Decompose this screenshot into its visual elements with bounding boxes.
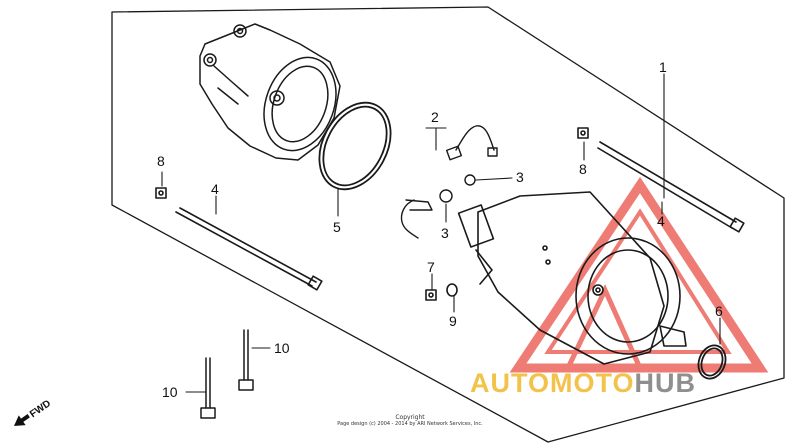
brush-wire-assembly [445, 125, 498, 161]
callout-4b: 4 [657, 213, 665, 229]
callout-8a: 8 [157, 153, 165, 169]
callout-5: 5 [333, 219, 341, 235]
gasket-ring [318, 101, 392, 191]
watermark-brand-part2: HUB [634, 368, 697, 398]
callout-2: 2 [431, 109, 439, 125]
copyright-text: Page design (c) 2004 - 2014 by ARI Netwo… [337, 421, 483, 427]
terminal-washer [446, 283, 458, 297]
through-bolt-left [175, 207, 323, 291]
callout-9: 9 [449, 313, 457, 329]
brush-holder [400, 174, 476, 239]
fwd-label: FWD [28, 398, 53, 420]
nut-left [155, 187, 167, 199]
callout-labels: 1 2 3 3 4 4 5 6 7 8 8 9 10 10 [157, 59, 723, 400]
motor-housing-end-cover [199, 23, 341, 161]
callout-leaders [161, 73, 721, 393]
starter-motor-body [457, 191, 687, 365]
diagram-boundary [111, 6, 785, 443]
watermark-logo: AUTOMOTOHUB [470, 368, 800, 404]
fwd-arrow: FWD [14, 398, 53, 426]
callout-8b: 8 [579, 161, 587, 177]
callout-3a: 3 [516, 169, 524, 185]
nut-right [577, 127, 589, 139]
callout-6: 6 [715, 303, 723, 319]
copyright-notice: Copyright Page design (c) 2004 - 2014 by… [300, 414, 520, 427]
shaft-o-ring [697, 344, 727, 380]
terminal-nut [425, 289, 437, 301]
callout-10a: 10 [274, 340, 290, 356]
fwd-arrow-icon [14, 414, 30, 426]
callout-7: 7 [427, 259, 435, 275]
callout-1: 1 [659, 59, 667, 75]
mounting-bolt-upper [238, 329, 254, 391]
watermark-brand-part1: AUTOMOTO [470, 368, 635, 398]
callout-4a: 4 [211, 181, 219, 197]
copyright-title: Copyright [395, 414, 425, 421]
through-bolt-right [597, 141, 745, 233]
mounting-bolt-lower [200, 357, 216, 419]
callout-3b: 3 [441, 225, 449, 241]
callout-10b: 10 [162, 384, 178, 400]
